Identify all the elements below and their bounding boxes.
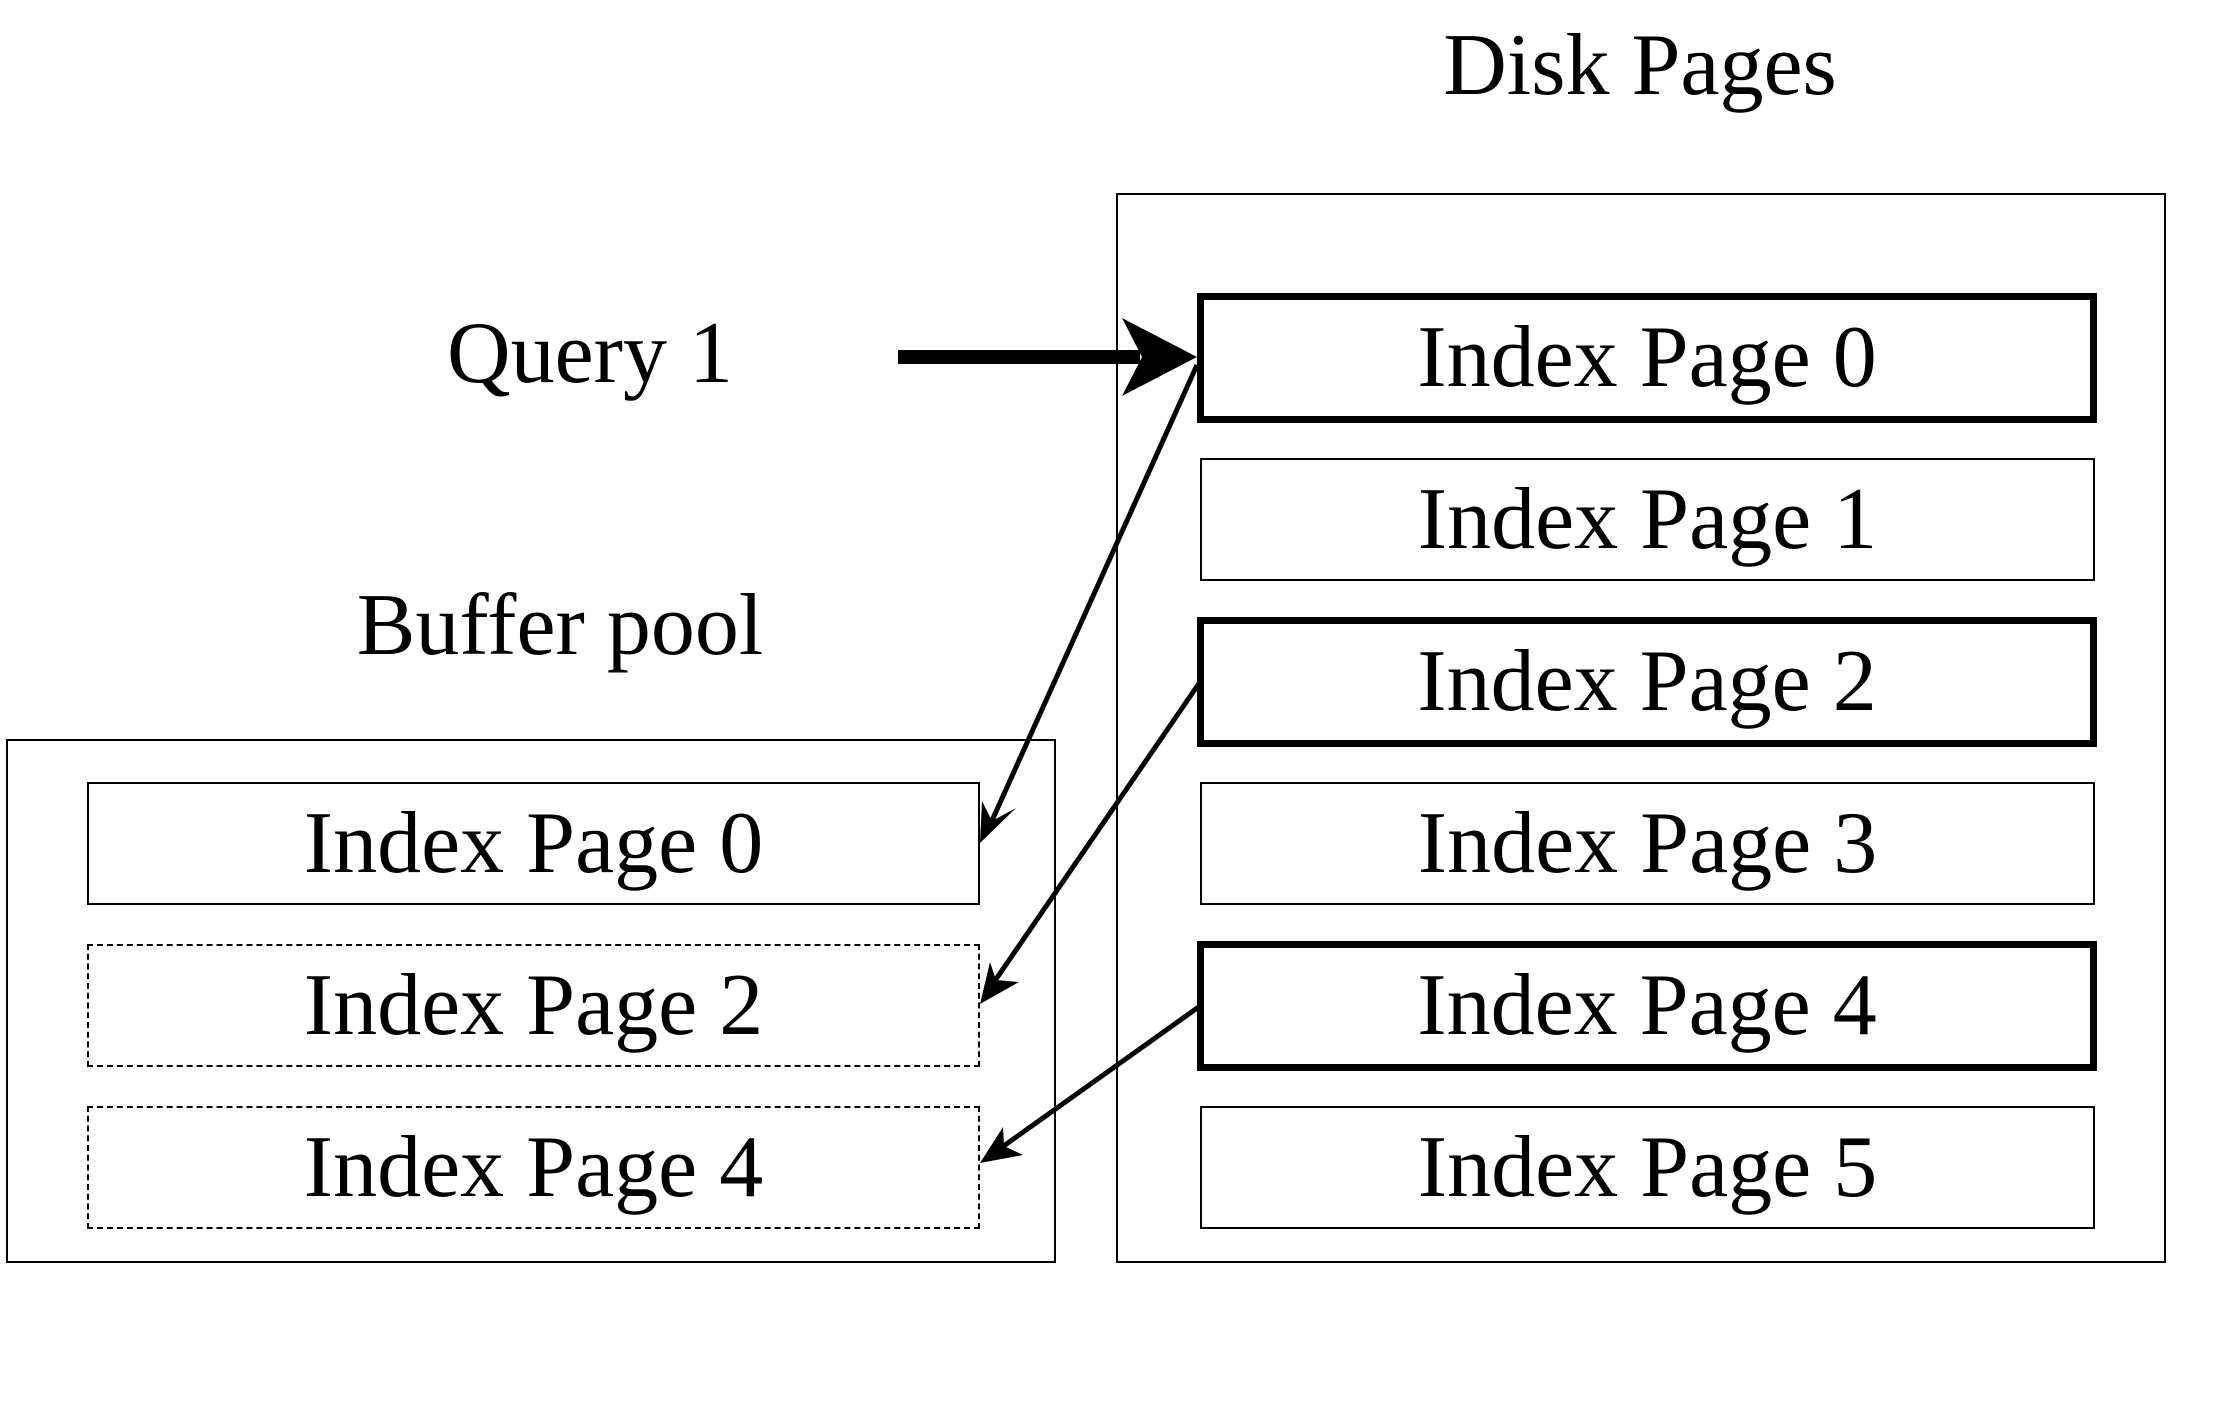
disk-page-1: Index Page 1 [1200,458,2095,581]
disk-page-4: Index Page 4 [1197,941,2097,1071]
disk-pages-title: Disk Pages [1443,17,1837,114]
buffer-pool-container [6,739,1056,1263]
disk-page-3: Index Page 3 [1200,782,2095,905]
disk-page-0: Index Page 0 [1197,293,2097,423]
buffer-page-2: Index Page 2 [87,944,980,1067]
buffer-page-4: Index Page 4 [87,1106,980,1229]
buffer-page-0: Index Page 0 [87,782,980,905]
disk-page-2: Index Page 2 [1197,617,2097,747]
disk-page-5: Index Page 5 [1200,1106,2095,1229]
buffer-pool-title: Buffer pool [356,577,764,674]
query-label: Query 1 [447,305,733,402]
